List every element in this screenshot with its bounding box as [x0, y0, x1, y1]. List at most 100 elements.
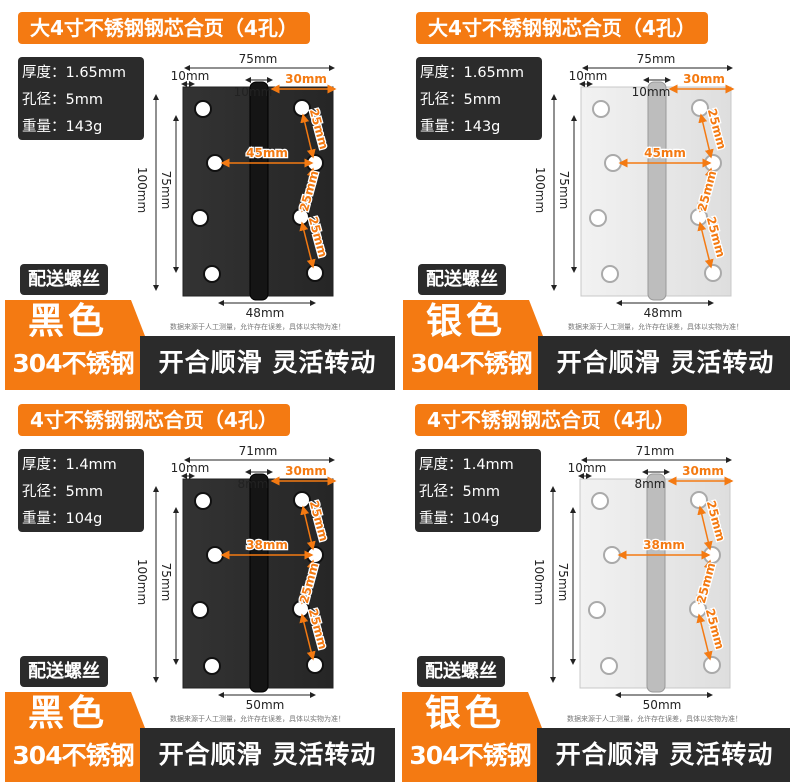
slogan-bar: 开合顺滑 灵活转动: [140, 336, 395, 390]
thickness-spec: 厚度：1.4mm: [22, 457, 117, 473]
spec-box: 厚度：1.4mm 孔径：5mm 重量：104g: [415, 449, 541, 532]
hinge-drawing: 71mm 10mm 8mm 30mm 100mm 75mm 38mm 25mm …: [532, 444, 734, 712]
screws-included-badge: 配送螺丝: [20, 656, 108, 687]
side-dimension: 30mm: [285, 72, 327, 86]
hinge-pin: [647, 81, 667, 301]
hinge-panel-silver: 4寸不锈钢钢芯合页（4孔） 厚度：1.4mm 孔径：5mm 重量：104g 71…: [397, 392, 790, 782]
screw-hole: [703, 656, 721, 674]
color-label: 黑色: [27, 693, 108, 734]
color-label: 银色: [424, 693, 505, 734]
hinge-pin: [249, 473, 269, 693]
slogan-bar: 开合顺滑 灵活转动: [140, 728, 395, 782]
width-dimension: 71mm: [239, 444, 278, 458]
material-label: 304不锈钢: [12, 741, 134, 770]
screw-hole: [603, 546, 621, 564]
height-dimension: 100mm: [135, 167, 149, 213]
screw-hole: [600, 657, 618, 675]
hinge-drawing: 71mm 10mm 8mm 30mm 100mm 75mm 38mm 25mm …: [135, 444, 337, 712]
weight-spec: 重量：104g: [22, 511, 103, 527]
width-dimension: 71mm: [636, 444, 675, 458]
side-dimension: 30mm: [683, 72, 725, 86]
slogan-bar: 开合顺滑 灵活转动: [537, 728, 790, 782]
bottom-dimension: 50mm: [246, 698, 285, 712]
disclaimer-text: 数据来源于人工测量，允许存在误差，具体以实物为准！: [170, 715, 345, 723]
screw-hole: [203, 657, 221, 675]
edge-dimension: 10mm: [171, 69, 210, 83]
hole-diameter-spec: 孔径：5mm: [22, 92, 103, 108]
screw-hole: [206, 154, 224, 172]
bottom-dimension: 48mm: [246, 306, 285, 320]
screw-hole: [191, 209, 209, 227]
disclaimer-text: 数据来源于人工测量，允许存在误差，具体以实物为准！: [567, 715, 742, 723]
hinge-panel-black: 4寸不锈钢钢芯合页（4孔） 厚度：1.4mm 孔径：5mm 重量：104g 71…: [0, 392, 395, 782]
hole-horizontal-dimension: 38mm: [246, 538, 288, 552]
hole-diameter-spec: 孔径：5mm: [22, 484, 103, 500]
screws-included-badge: 配送螺丝: [417, 656, 505, 687]
color-label: 银色: [425, 301, 506, 342]
screw-hole: [604, 154, 622, 172]
hole-diameter-spec: 孔径：5mm: [420, 92, 501, 108]
product-title: 4寸不锈钢钢芯合页（4孔）: [18, 404, 290, 436]
screw-hole: [194, 492, 212, 510]
screw-hole: [704, 264, 722, 282]
color-material-block: 银色 304不锈钢: [402, 692, 542, 782]
disclaimer-text: 数据来源于人工测量，允许存在误差，具体以实物为准！: [170, 323, 345, 331]
color-material-block: 银色 304不锈钢: [403, 300, 543, 390]
material-label: 304不锈钢: [410, 349, 532, 378]
screws-included-badge: 配送螺丝: [418, 264, 506, 295]
hinge-panel-black: 大4寸不锈钢钢芯合页（4孔） 厚度：1.65mm 孔径：5mm 重量：143g …: [0, 0, 395, 390]
color-material-block: 黑色 304不锈钢: [5, 692, 145, 782]
material-label: 304不锈钢: [409, 741, 531, 770]
product-title: 4寸不锈钢钢芯合页（4孔）: [415, 404, 687, 436]
spec-box: 厚度：1.65mm 孔径：5mm 重量：143g: [18, 57, 144, 140]
slogan-bar: 开合顺滑 灵活转动: [538, 336, 790, 390]
hole-horizontal-dimension: 45mm: [246, 146, 288, 160]
hinge-drawing: 75mm 10mm 10mm 30mm 100mm 75mm 45mm 25mm…: [533, 52, 735, 320]
side-dimension: 30mm: [682, 464, 724, 478]
product-title: 大4寸不锈钢钢芯合页（4孔）: [18, 12, 310, 44]
screw-hole: [592, 100, 610, 118]
hinge-pin: [249, 81, 269, 301]
hole-horizontal-dimension: 38mm: [643, 538, 685, 552]
hole-span-dimension: 75mm: [159, 563, 173, 602]
screw-hole: [588, 601, 606, 619]
weight-spec: 重量：143g: [22, 119, 103, 135]
screw-hole: [306, 264, 324, 282]
hinge-drawing: 75mm 10mm 10mm 30mm 100mm 75mm 45mm 25mm…: [135, 52, 337, 320]
edge-dimension: 10mm: [569, 69, 608, 83]
screw-hole: [591, 492, 609, 510]
hole-span-dimension: 75mm: [556, 563, 570, 602]
edge-dimension: 10mm: [568, 461, 607, 475]
material-label: 304不锈钢: [12, 349, 134, 378]
thickness-spec: 厚度：1.65mm: [420, 65, 525, 81]
screws-included-badge: 配送螺丝: [20, 264, 108, 295]
weight-spec: 重量：143g: [420, 119, 501, 135]
thickness-spec: 厚度：1.65mm: [22, 65, 127, 81]
thickness-spec: 厚度：1.4mm: [419, 457, 514, 473]
pin-dimension: 8mm: [237, 477, 268, 491]
height-dimension: 100mm: [135, 559, 149, 605]
screw-hole: [191, 601, 209, 619]
screw-hole: [306, 656, 324, 674]
bottom-dimension: 48mm: [644, 306, 683, 320]
hole-span-dimension: 75mm: [159, 171, 173, 210]
screw-hole: [601, 265, 619, 283]
hole-horizontal-dimension: 45mm: [644, 146, 686, 160]
color-material-block: 黑色 304不锈钢: [5, 300, 145, 390]
screw-hole: [194, 100, 212, 118]
disclaimer-text: 数据来源于人工测量，允许存在误差，具体以实物为准！: [568, 323, 743, 331]
height-dimension: 100mm: [532, 559, 546, 605]
weight-spec: 重量：104g: [419, 511, 500, 527]
width-dimension: 75mm: [637, 52, 676, 66]
pin-dimension: 8mm: [634, 477, 665, 491]
color-label: 黑色: [27, 301, 108, 342]
screw-hole: [206, 546, 224, 564]
hole-span-dimension: 75mm: [557, 171, 571, 210]
hinge-pin: [646, 473, 666, 693]
pin-dimension: 10mm: [632, 85, 671, 99]
screw-hole: [203, 265, 221, 283]
spec-box: 厚度：1.4mm 孔径：5mm 重量：104g: [18, 449, 144, 532]
pin-dimension: 10mm: [234, 85, 273, 99]
bottom-dimension: 50mm: [643, 698, 682, 712]
product-title: 大4寸不锈钢钢芯合页（4孔）: [416, 12, 708, 44]
